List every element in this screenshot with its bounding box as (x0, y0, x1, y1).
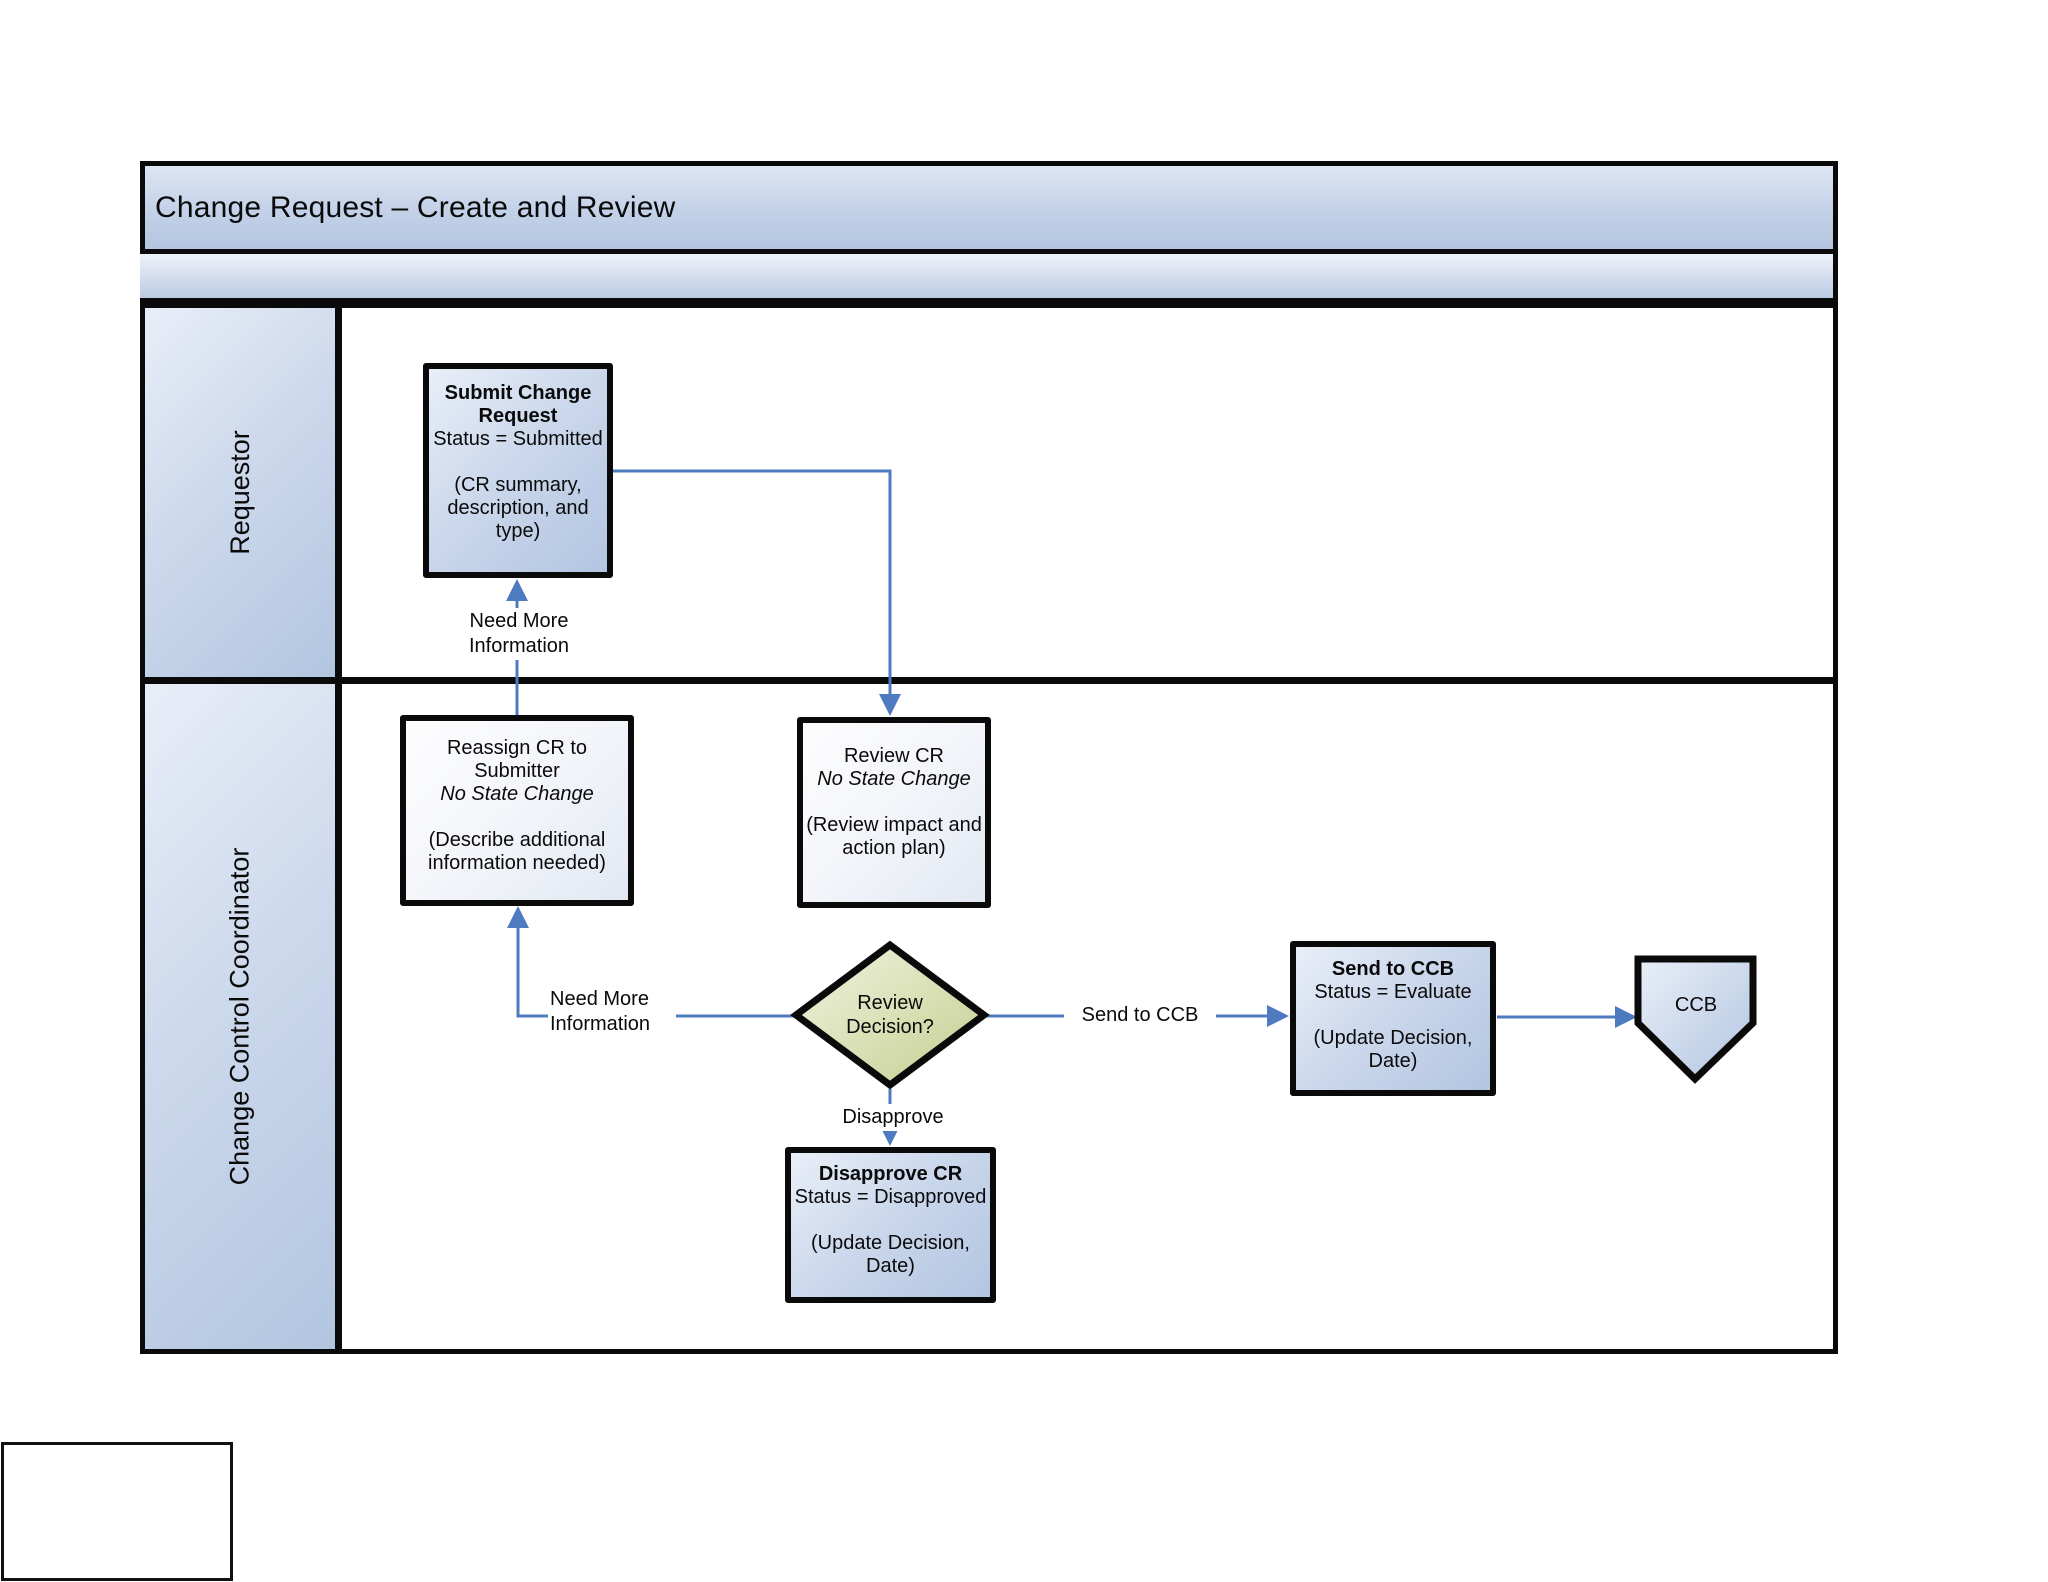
review-line2: No State Change (817, 768, 971, 790)
sendccb-note: (Update Decision, Date) (1313, 1027, 1473, 1072)
edge-label-need-more-information-upper: Need More Information (455, 608, 583, 660)
lane-ccc-text: Change Control Coordinator (224, 847, 255, 1186)
submit-note: (CR summary, description, and type) (447, 474, 589, 542)
diagram-title-bar: Change Request – Create and Review (140, 161, 1838, 254)
sendccb-status: Status = Evaluate (1314, 981, 1472, 1003)
process-send-to-ccb: Send to CCB Status = Evaluate (Update De… (1290, 941, 1496, 1096)
submit-status: Status = Submitted (433, 428, 603, 450)
process-submit-change-request: Submit Change Request Status = Submitted… (423, 363, 613, 578)
process-review-cr: Review CR No State Change (Review impact… (797, 717, 991, 908)
lane-divider (145, 677, 1833, 684)
lane-requestor-text: Requestor (224, 430, 255, 555)
review-note: (Review impact and action plan) (806, 814, 982, 859)
sendccb-title: Send to CCB (1331, 958, 1455, 980)
process-disapprove-cr: Disapprove CR Status = Disapproved (Upda… (785, 1147, 996, 1303)
submit-title: Submit Change Request (444, 382, 592, 427)
offpage-connector-ccb-label: CCB (1674, 994, 1718, 1016)
empty-annotation-box (1, 1442, 233, 1581)
reassign-line2: No State Change (440, 783, 594, 805)
diagram-title: Change Request – Create and Review (155, 190, 676, 224)
disapprove-note: (Update Decision, Date) (811, 1232, 970, 1277)
reassign-note: (Describe additional information needed) (428, 829, 606, 874)
disapprove-status: Status = Disapproved (794, 1186, 987, 1208)
decision-review-decision-label: Review Decision? (846, 992, 934, 1038)
lane-label-change-control-coordinator: Change Control Coordinator (145, 684, 342, 1349)
title-sub-band (140, 254, 1838, 303)
lane-label-requestor: Requestor (145, 308, 342, 677)
review-line1: Review CR (843, 745, 945, 767)
disapprove-title: Disapprove CR (818, 1163, 963, 1185)
process-reassign-cr-to-submitter: Reassign CR to Submitter No State Change… (400, 715, 634, 906)
reassign-line1: Reassign CR to Submitter (446, 737, 588, 782)
edge-label-send-to-ccb: Send to CCB (1064, 1002, 1216, 1029)
edge-label-disapprove: Disapprove (832, 1104, 954, 1131)
edge-label-need-more-information-lower: Need More Information (548, 986, 676, 1038)
